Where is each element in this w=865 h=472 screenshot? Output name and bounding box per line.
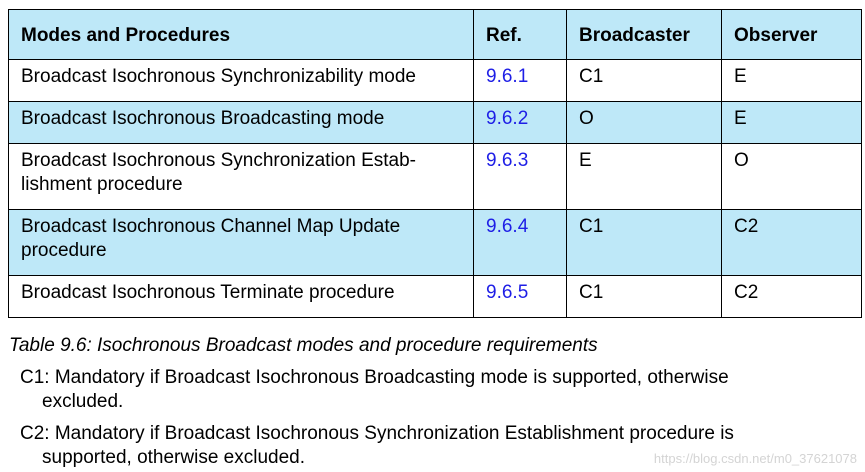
broadcaster-cell: C1 [566,209,722,276]
ref-cell: 9.6.1 [473,59,567,102]
ref-cell: 9.6.3 [473,143,567,210]
requirements-table: Modes and Procedures Ref. Broadcaster Ob… [8,9,862,318]
observer-cell: C2 [721,209,862,276]
mode-line: Broadcast Isochronous Channel Map Update [21,216,401,237]
note-line: C1: Mandatory if Broadcast Isochronous B… [20,367,729,388]
ref-cell: 9.6.2 [473,101,567,144]
mode-cell: Broadcast Isochronous Synchronizability … [8,59,474,102]
ref-link[interactable]: 9.6.2 [486,108,529,129]
header-observer: Observer [721,9,862,60]
mode-cell: Broadcast Isochronous Synchronization Es… [8,143,474,210]
ref-cell: 9.6.4 [473,209,567,276]
observer-cell: E [721,101,862,144]
broadcaster-cell: E [566,143,722,210]
table-row: Broadcast Isochronous Terminate procedur… [8,275,862,318]
observer-cell: E [721,59,862,102]
observer-cell: O [721,143,862,210]
header-modes: Modes and Procedures [8,9,474,60]
mode-cell: Broadcast Isochronous Terminate procedur… [8,275,474,318]
broadcaster-cell: C1 [566,59,722,102]
broadcaster-cell: O [566,101,722,144]
table-row: Broadcast Isochronous Synchronization Es… [8,143,862,210]
requirements-table-container: Modes and Procedures Ref. Broadcaster Ob… [8,9,862,318]
mode-line: Broadcast Isochronous Synchronization Es… [21,150,416,171]
watermark: https://blog.csdn.net/m0_37621078 [653,451,857,466]
header-ref: Ref. [473,9,567,60]
table-header-row: Modes and Procedures Ref. Broadcaster Ob… [8,9,862,60]
note-line: excluded. [42,391,124,412]
ref-link[interactable]: 9.6.3 [486,150,529,171]
note-line: C2: Mandatory if Broadcast Isochronous S… [20,423,734,444]
table-row: Broadcast Isochronous Synchronizability … [8,59,862,102]
note-line: supported, otherwise excluded. [42,447,305,468]
note-c2: C2: Mandatory if Broadcast Isochronous S… [20,422,820,470]
note-c1: C1: Mandatory if Broadcast Isochronous B… [20,366,820,414]
mode-cell: Broadcast Isochronous Broadcasting mode [8,101,474,144]
mode-line: lishment procedure [21,174,183,195]
header-broadcaster: Broadcaster [566,9,722,60]
table-row: Broadcast Isochronous Channel Map Update… [8,209,862,276]
ref-link[interactable]: 9.6.5 [486,282,529,303]
ref-link[interactable]: 9.6.1 [486,66,529,87]
mode-line: procedure [21,240,107,261]
ref-cell: 9.6.5 [473,275,567,318]
mode-cell: Broadcast Isochronous Channel Map Update… [8,209,474,276]
observer-cell: C2 [721,275,862,318]
table-caption: Table 9.6: Isochronous Broadcast modes a… [9,335,598,356]
ref-link[interactable]: 9.6.4 [486,216,529,237]
broadcaster-cell: C1 [566,275,722,318]
table-row: Broadcast Isochronous Broadcasting mode … [8,101,862,144]
